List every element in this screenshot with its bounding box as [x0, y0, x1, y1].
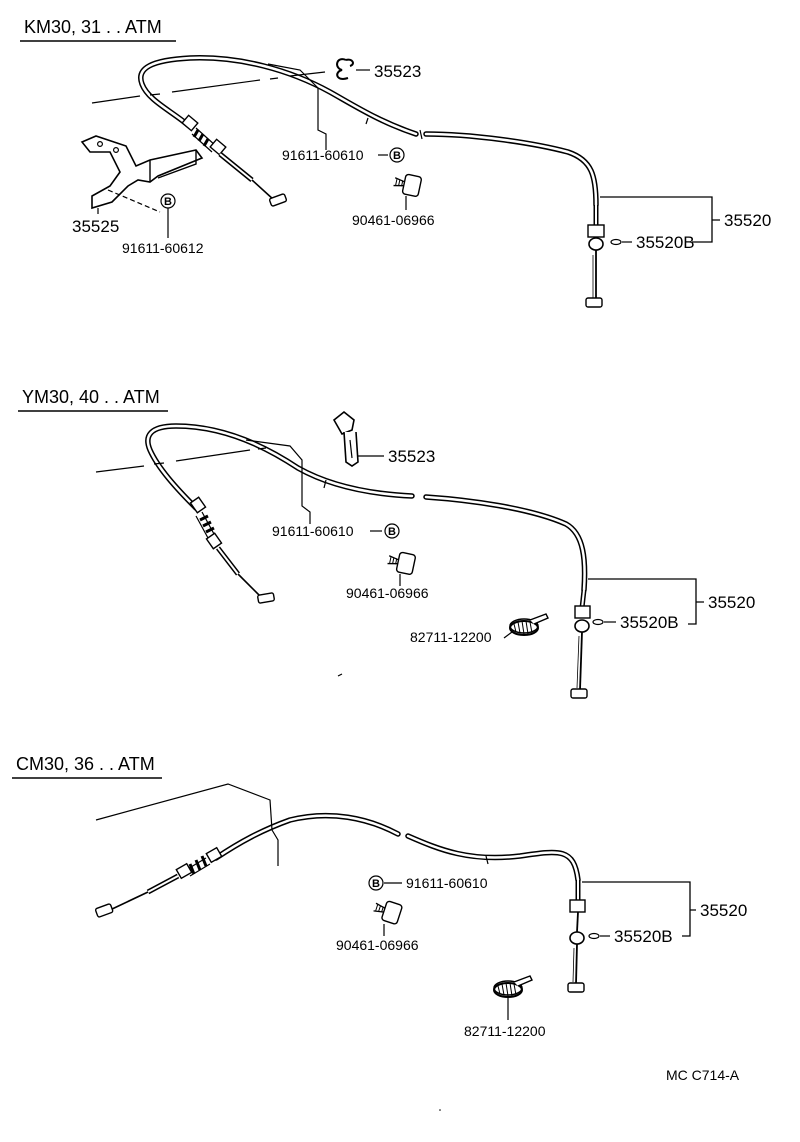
label-82711-12200: 82711-12200	[410, 629, 492, 645]
bolt-mark: B	[368, 875, 384, 891]
label-35520b: 35520B	[636, 233, 695, 252]
clip-35523	[336, 58, 370, 80]
bolt-mark: B	[160, 193, 176, 209]
callout-bracket	[600, 196, 720, 243]
bracket-35525	[80, 135, 204, 214]
label-35520: 35520	[708, 593, 755, 612]
figure-code: MC C714-A	[666, 1067, 740, 1083]
leader-line	[95, 783, 279, 866]
section-cm30: CM30, 36 . . ATM	[12, 754, 747, 1039]
label-35520b: 35520B	[614, 927, 673, 946]
bolt-mark: B	[384, 523, 400, 539]
label-90461-06966: 90461-06966	[336, 937, 419, 953]
label-35520: 35520	[724, 211, 771, 230]
clip-35523	[332, 410, 384, 467]
label-90461-06966: 90461-06966	[346, 585, 429, 601]
leader-line	[267, 63, 327, 150]
label-90461-06966: 90461-06966	[352, 212, 435, 228]
svg-text:B: B	[372, 878, 380, 890]
clip-90461-06966	[385, 549, 417, 576]
svg-text:B: B	[388, 526, 396, 538]
section-ym30: YM30, 40 . . ATM	[18, 387, 755, 699]
label-35523: 35523	[388, 447, 435, 466]
clip-90461-06966	[370, 896, 404, 926]
label-35523: 35523	[374, 62, 421, 81]
leader-line	[245, 439, 311, 524]
leader-line	[95, 447, 267, 473]
section-title: CM30, 36 . . ATM	[16, 754, 155, 774]
callout-bracket	[588, 578, 704, 625]
label-91611-60610: 91611-60610	[406, 875, 488, 891]
clip-90461-06966	[391, 171, 423, 198]
section-title: KM30, 31 . . ATM	[24, 17, 162, 37]
label-91611-60610: 91611-60610	[282, 147, 364, 163]
label-35520b: 35520B	[620, 613, 679, 632]
label-35520: 35520	[700, 901, 747, 920]
leader-line	[91, 71, 326, 104]
label-35525: 35525	[72, 217, 119, 236]
section-km30: KM30, 31 . . ATM	[20, 17, 771, 308]
svg-text:B: B	[164, 196, 172, 208]
eyelet-35520b	[610, 238, 622, 246]
bolt-mark: B	[389, 147, 405, 163]
label-91611-60610: 91611-60610	[272, 523, 354, 539]
svg-text:B: B	[393, 150, 401, 162]
label-82711-12200: 82711-12200	[464, 1023, 546, 1039]
eyelet-35520b	[592, 618, 604, 626]
label-91611-60612: 91611-60612	[122, 240, 204, 256]
accelerator-cable	[94, 812, 586, 993]
accelerator-cable	[145, 423, 591, 699]
callout-bracket	[582, 881, 696, 937]
section-title: YM30, 40 . . ATM	[22, 387, 160, 407]
clamp-82711-12200	[493, 975, 533, 998]
eyelet-35520b	[588, 932, 600, 940]
clamp-82711-12200	[509, 613, 549, 636]
accelerator-cable	[138, 55, 605, 308]
